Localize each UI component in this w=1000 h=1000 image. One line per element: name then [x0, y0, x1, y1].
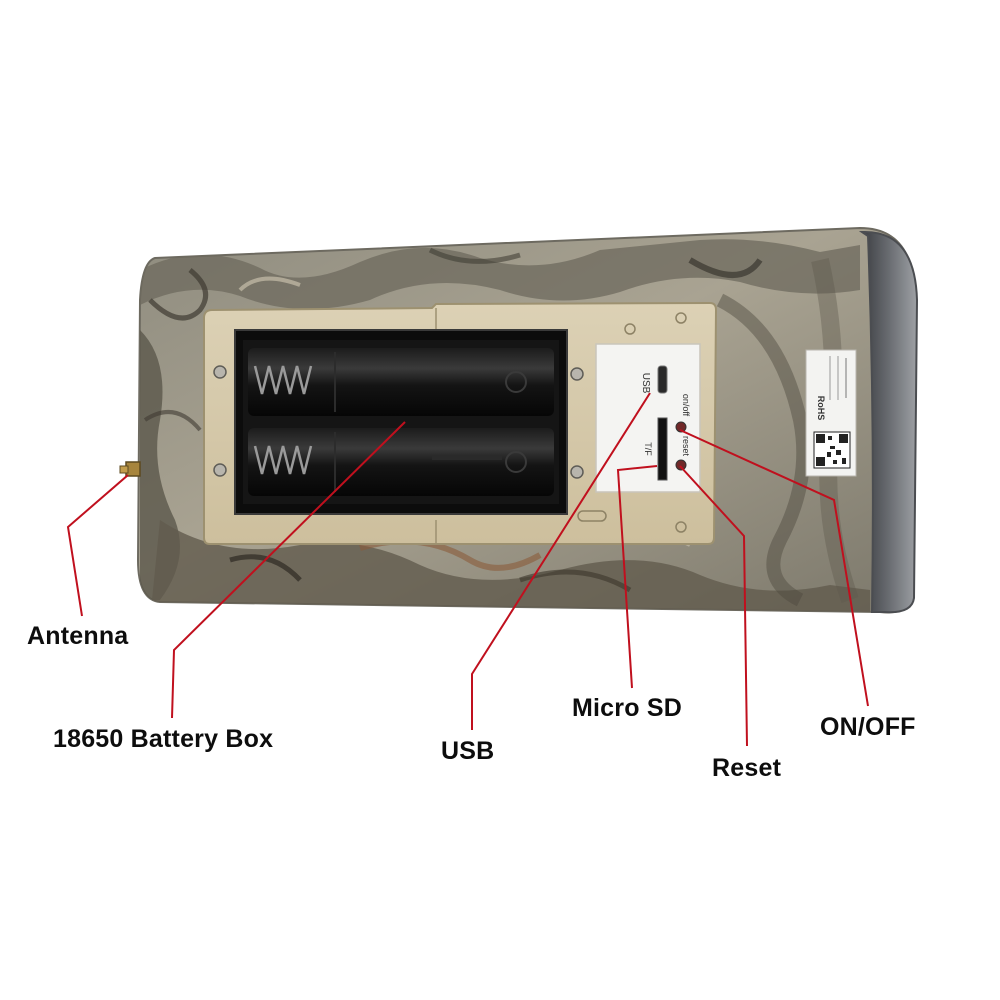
battery-cell-bottom [248, 428, 554, 496]
micro-sd-label: Micro SD [572, 694, 682, 722]
antenna-connector [119, 461, 141, 477]
panel-reset-label: reset [681, 436, 691, 457]
reset-button[interactable] [675, 459, 687, 471]
usb-label: USB [441, 737, 495, 765]
battery-cell-top [248, 348, 554, 416]
reset-callout-line [679, 465, 748, 747]
antenna-label: Antenna [27, 622, 129, 650]
sticker-rohs-label: RoHS [816, 396, 826, 421]
housing-opening [858, 230, 919, 614]
battery-box-label: 18650 Battery Box [53, 725, 274, 753]
micro-sd-slot[interactable] [657, 417, 668, 481]
usb-port[interactable] [657, 365, 668, 394]
panel-tf-label: T/F [643, 442, 653, 456]
panel-usb-label: USB [640, 373, 651, 394]
battery-callout-line [171, 421, 406, 719]
micro-sd-callout-line [616, 465, 658, 689]
onoff-switch[interactable] [675, 421, 687, 433]
battery-box [234, 329, 568, 515]
usb-callout-line [471, 392, 651, 730]
on-off-label: ON/OFF [820, 713, 916, 741]
antenna-callout-line [66, 474, 129, 617]
product-sticker: RoHS [805, 349, 857, 477]
reset-label: Reset [712, 754, 782, 782]
callout-lines [66, 392, 869, 747]
panel-onoff-label: on/off [681, 394, 691, 417]
onoff-callout-line [679, 429, 869, 707]
